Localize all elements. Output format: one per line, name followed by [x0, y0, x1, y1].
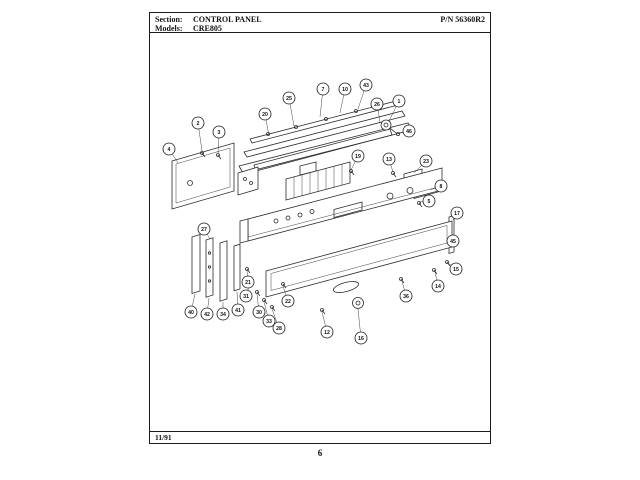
- date-code: 11/91: [155, 433, 172, 442]
- svg-text:16: 16: [358, 336, 364, 342]
- callout-8: 8: [434, 179, 448, 193]
- callout-27: 27: [197, 222, 211, 236]
- svg-text:5: 5: [428, 199, 431, 205]
- svg-text:28: 28: [276, 326, 282, 332]
- rear-access-panel: [171, 142, 235, 210]
- callout-21: 21: [241, 275, 255, 289]
- callout-20: 20: [258, 107, 272, 121]
- callout-26: 26: [370, 97, 384, 111]
- svg-text:33: 33: [266, 319, 272, 325]
- glass-oval-graphic: [332, 281, 360, 293]
- callout-45: 45: [446, 234, 460, 248]
- manual-page: Section: CONTROL PANEL Models: CRE805 P/…: [149, 12, 491, 444]
- callout-15: 15: [449, 262, 463, 276]
- side-trim-strips: [191, 233, 241, 302]
- svg-text:15: 15: [453, 267, 459, 273]
- callout-12: 12: [320, 325, 334, 339]
- clock-control-unit: [285, 161, 351, 201]
- callout-22: 22: [281, 294, 295, 308]
- svg-text:43: 43: [363, 83, 369, 89]
- exploded-view-svg: 4232025710432614619132385174515143627404…: [162, 78, 464, 345]
- svg-text:10: 10: [342, 87, 348, 93]
- callout-46: 46: [402, 124, 416, 138]
- callout-14: 14: [431, 279, 445, 293]
- part-number: P/N 56360R2: [440, 15, 485, 24]
- svg-text:21: 21: [245, 280, 251, 286]
- section-value: CONTROL PANEL: [193, 15, 262, 24]
- models-label: Models:: [155, 24, 183, 33]
- rail-screws: [266, 109, 358, 136]
- svg-text:46: 46: [406, 129, 412, 135]
- callout-13: 13: [382, 152, 396, 166]
- callout-17: 17: [450, 206, 464, 220]
- glass-front-panel: [265, 220, 453, 298]
- callout-31: 31: [239, 289, 253, 303]
- svg-text:26: 26: [374, 102, 380, 108]
- page-footer: 11/91: [150, 431, 490, 443]
- svg-text:7: 7: [322, 87, 325, 93]
- svg-text:23: 23: [423, 159, 429, 165]
- svg-text:14: 14: [435, 284, 441, 290]
- svg-text:40: 40: [188, 310, 194, 316]
- svg-text:34: 34: [220, 312, 226, 318]
- svg-text:25: 25: [286, 96, 292, 102]
- callout-2: 2: [191, 116, 205, 130]
- svg-text:19: 19: [355, 154, 361, 160]
- round-lens-part: [352, 297, 364, 309]
- svg-text:27: 27: [201, 227, 207, 233]
- svg-text:8: 8: [440, 184, 443, 190]
- models-row: Models: CRE805: [155, 24, 485, 33]
- callout-3: 3: [212, 125, 226, 139]
- svg-text:4: 4: [168, 147, 171, 153]
- callout-43: 43: [359, 78, 373, 92]
- callout-28: 28: [272, 321, 286, 335]
- callout-36: 36: [399, 289, 413, 303]
- svg-text:42: 42: [204, 312, 210, 318]
- svg-text:31: 31: [243, 294, 249, 300]
- page-number: 6: [317, 448, 323, 458]
- models-value: CRE805: [193, 24, 222, 33]
- knob-part: [380, 119, 400, 137]
- callout-16: 16: [354, 331, 368, 345]
- callout-23: 23: [419, 154, 433, 168]
- svg-text:12: 12: [324, 330, 330, 336]
- callout-5: 5: [422, 194, 436, 208]
- callout-30: 30: [252, 305, 266, 319]
- mounting-bracket-left: [237, 166, 259, 196]
- svg-text:22: 22: [285, 299, 291, 305]
- callout-34: 34: [216, 307, 230, 321]
- svg-text:45: 45: [450, 239, 456, 245]
- svg-text:41: 41: [235, 308, 241, 314]
- callout-19: 19: [351, 149, 365, 163]
- svg-text:13: 13: [386, 157, 392, 163]
- svg-text:3: 3: [218, 130, 221, 136]
- svg-text:17: 17: [454, 211, 460, 217]
- svg-text:20: 20: [262, 112, 268, 118]
- page-header: Section: CONTROL PANEL Models: CRE805 P/…: [150, 13, 490, 33]
- callout-10: 10: [338, 82, 352, 96]
- callout-42: 42: [200, 307, 214, 321]
- svg-text:30: 30: [256, 310, 262, 316]
- callout-25: 25: [282, 91, 296, 105]
- section-label: Section:: [155, 15, 183, 24]
- callout-7: 7: [316, 82, 330, 96]
- callout-4: 4: [162, 142, 176, 156]
- svg-text:36: 36: [403, 294, 409, 300]
- callout-1: 1: [392, 94, 406, 108]
- svg-text:2: 2: [197, 121, 200, 127]
- callout-40: 40: [184, 305, 198, 319]
- section-row: Section: CONTROL PANEL: [155, 15, 485, 24]
- callout-41: 41: [231, 303, 245, 317]
- svg-text:1: 1: [398, 99, 401, 105]
- callout-33: 33: [262, 314, 276, 328]
